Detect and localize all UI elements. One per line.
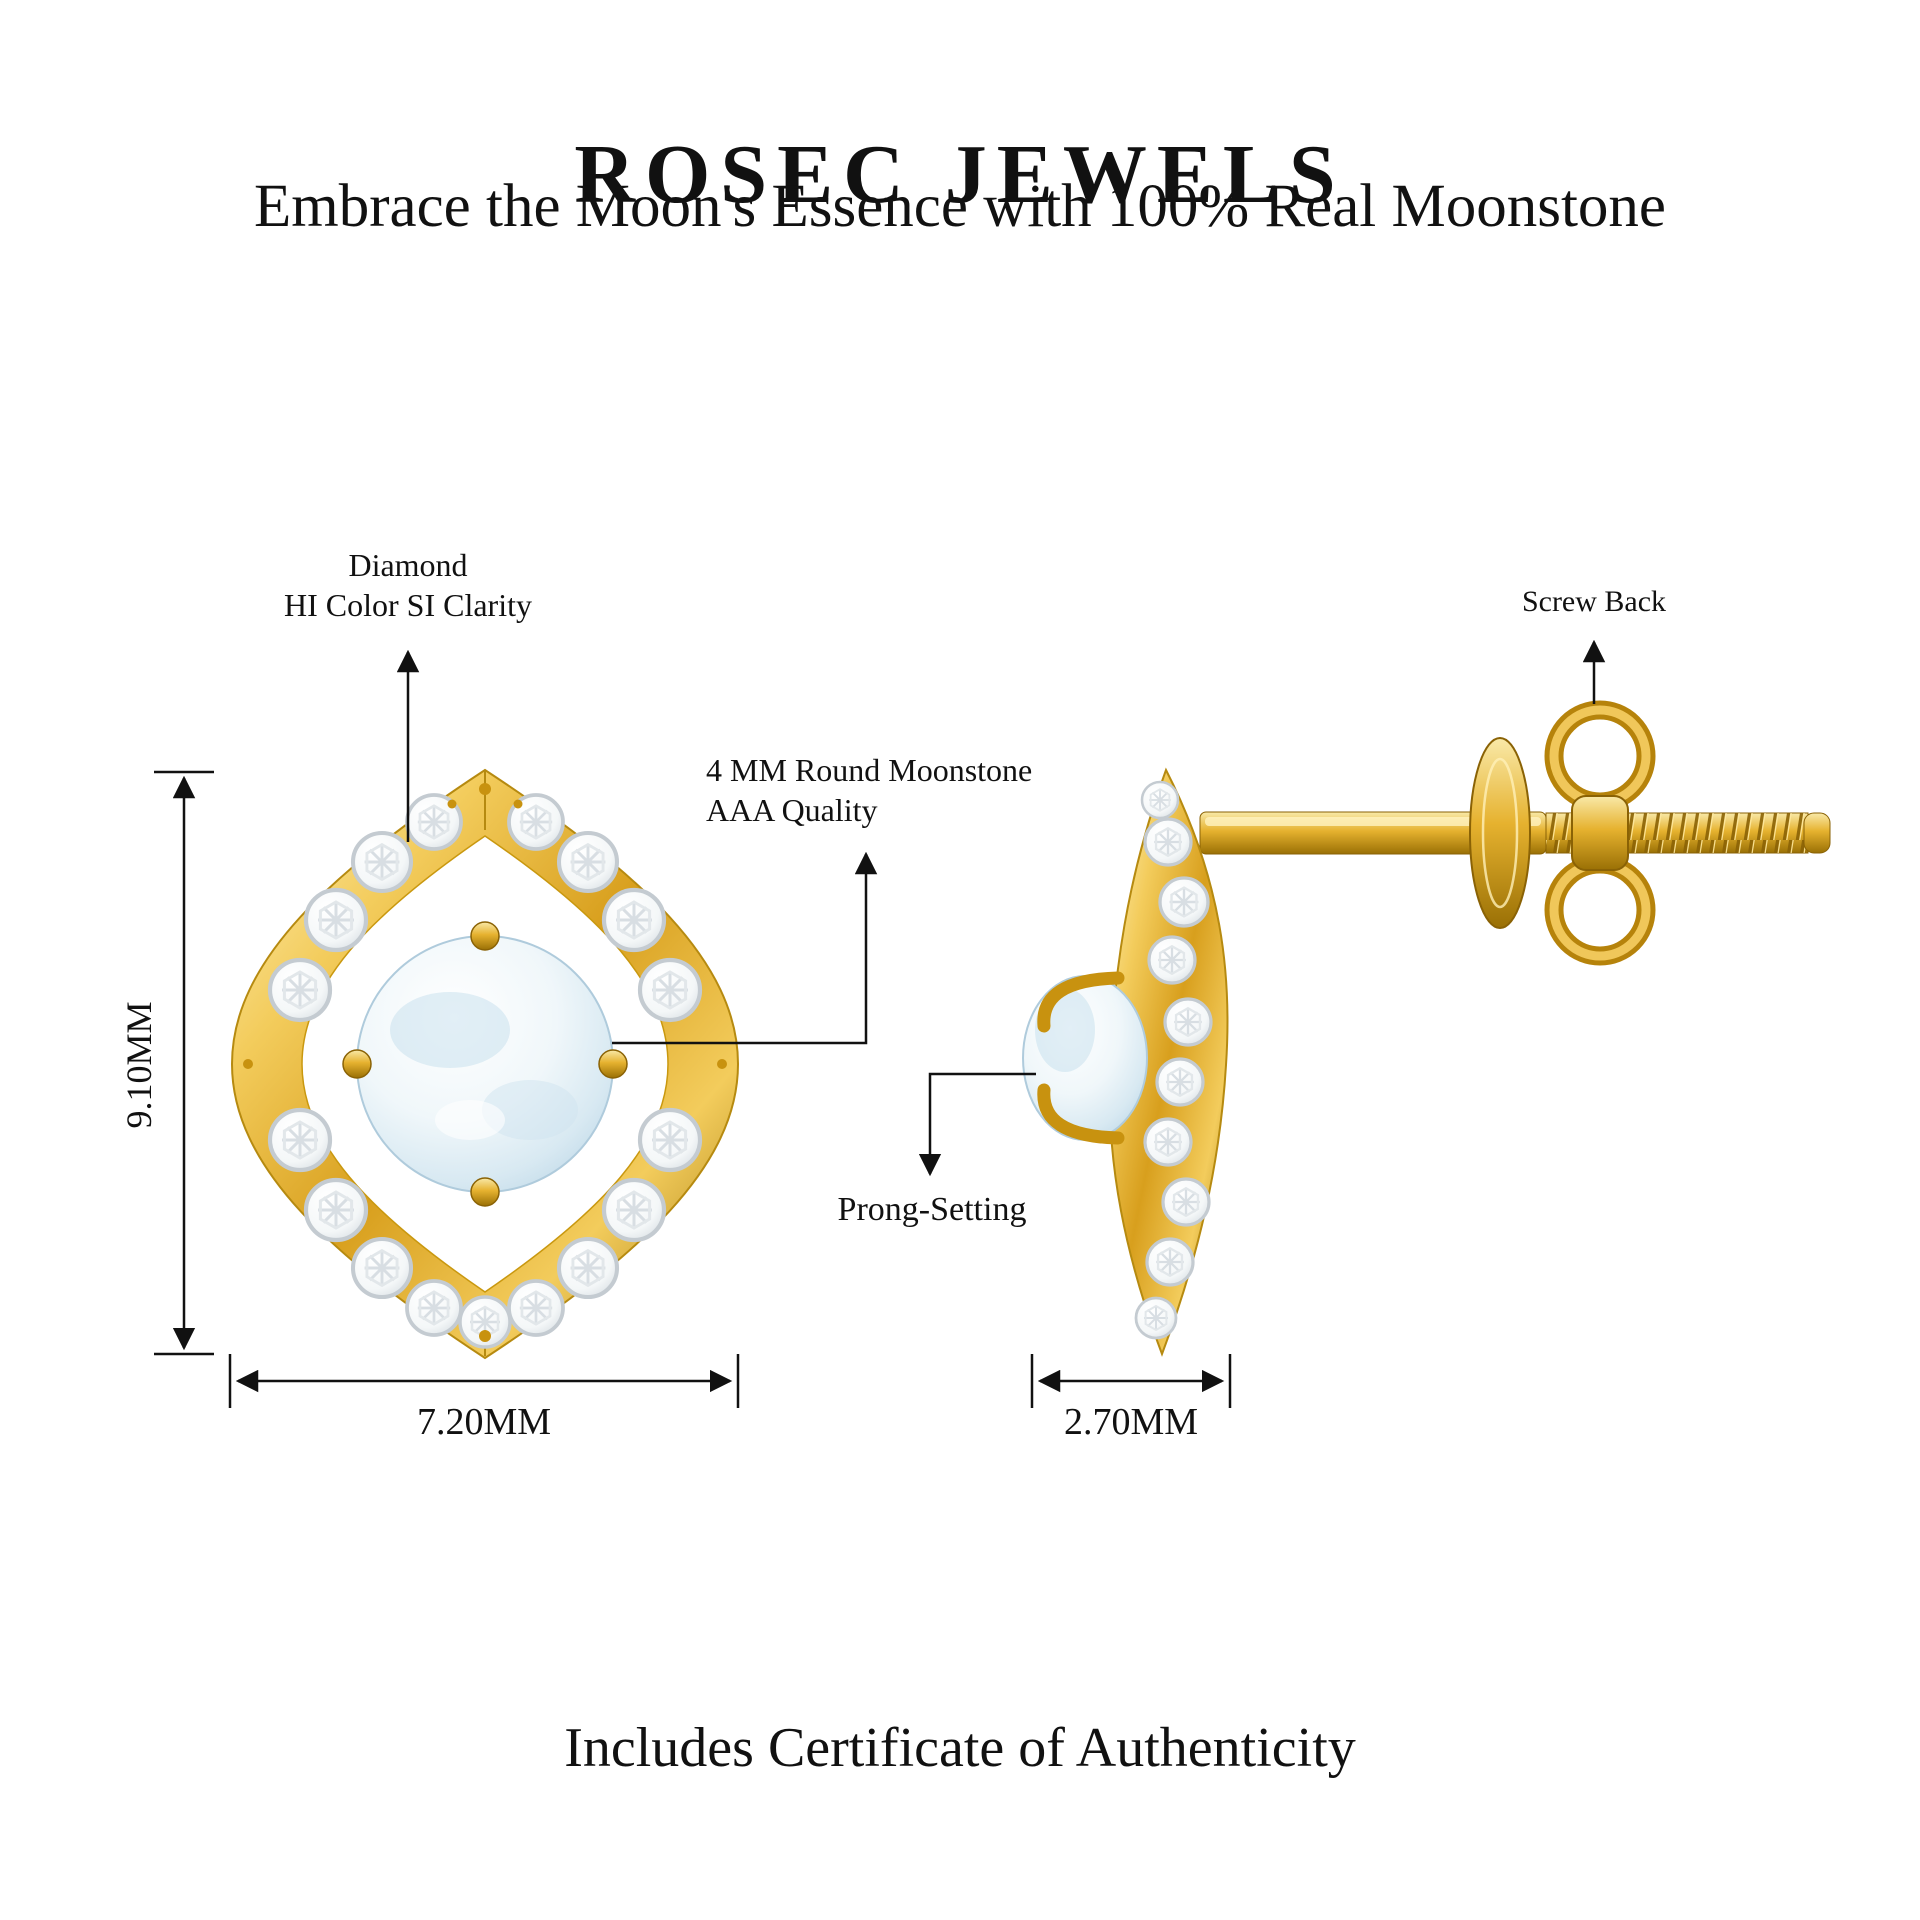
moonstone-annotation-line2: AAA Quality: [706, 792, 878, 828]
clutch-hub: [1571, 795, 1629, 871]
screw-back-hardware: [1469, 700, 1831, 966]
prong-leader-arrow: [918, 1072, 1036, 1177]
side-prong-claws: [1037, 971, 1125, 1145]
leader-lines: [396, 639, 1606, 1177]
side-earring-view: [1022, 767, 1229, 1357]
width-dimension-line: [228, 1354, 740, 1408]
certificate-note: Includes Certificate of Authenticity: [564, 1717, 1356, 1779]
prong-setting-annotation: Prong-Setting: [837, 1191, 1027, 1228]
front-gold-beads: [243, 783, 727, 1342]
moonstone-annotation-line1: 4 MM Round Moonstone: [706, 752, 1033, 788]
dimension-lines: [154, 770, 1232, 1408]
moonstone-leader-arrow: [612, 851, 878, 1045]
moonstone-annotation: 4 MM Round Moonstone AAA Quality: [706, 750, 1186, 830]
diamond-annotation-line2: HI Color SI Clarity: [284, 587, 532, 623]
clutch-disc: [1469, 737, 1531, 929]
depth-dimension-line: [1030, 1354, 1232, 1408]
height-dimension-label: 9.10MM: [119, 1001, 159, 1129]
front-earring-view: [230, 768, 740, 1360]
screw-post: [1199, 811, 1547, 855]
diamond-annotation-line1: Diamond: [348, 547, 468, 583]
width-dimension-label: 7.20MM: [416, 1401, 552, 1443]
diamond-annotation: Diamond HI Color SI Clarity: [158, 545, 658, 625]
front-prongs: [342, 921, 628, 1207]
screw-back-annotation: Screw Back: [1521, 585, 1667, 618]
side-moonstone: [1022, 975, 1148, 1141]
front-moonstone: [356, 935, 614, 1193]
post-tip: [1803, 812, 1831, 854]
tagline: Embrace the Moon's Essence with 100% Rea…: [254, 173, 1666, 240]
brand-title: ROSEC JEWELS: [574, 128, 1346, 222]
depth-dimension-label: 2.70MM: [1063, 1401, 1199, 1443]
height-dimension-line: [154, 770, 214, 1356]
